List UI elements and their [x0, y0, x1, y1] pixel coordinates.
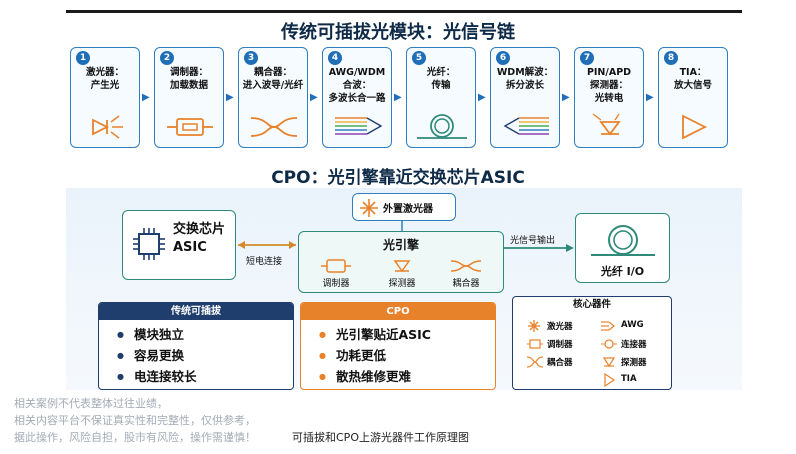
step-label: PIN/APD 探测器： 光转电 — [586, 67, 632, 104]
core-card-title: 核心器件 — [572, 299, 611, 310]
core-item-label: 探测器 — [621, 358, 647, 368]
step-label: 激光器： 产生光 — [85, 67, 124, 91]
laser-icon — [92, 115, 123, 139]
short-link-label: 短电连接 — [246, 257, 283, 267]
step-label: 光纤： 传输 — [426, 67, 456, 91]
list-item: 散热维修更难 — [319, 366, 495, 387]
photodetector-icon — [592, 113, 621, 136]
step-arrow: ▶ — [562, 92, 570, 103]
list-item: 电连接较长 — [117, 366, 293, 387]
step-arrow: ▶ — [142, 92, 150, 103]
awg-combine-icon — [335, 117, 383, 135]
step-label: 调制器： 加载数据 — [169, 67, 208, 91]
photodetector-icon — [393, 260, 411, 273]
amplifier-icon — [604, 373, 616, 387]
modulator-icon — [167, 118, 213, 136]
optical-engine-box: 光引擎 调制器 探测器 耦合器 — [298, 231, 504, 293]
step-label: AWG/WDM 合波： 多波长合一路 — [328, 67, 386, 104]
step-number: 7 — [580, 51, 594, 65]
coupler-icon — [451, 260, 481, 272]
modulator-icon — [321, 259, 351, 273]
image-caption: 可插拔和CPO上游光器件工作原理图 — [292, 431, 469, 444]
list-item: 模块独立 — [117, 324, 293, 345]
core-components-card: 核心器件 激光器 AWG 调制器 连接器 耦合器 探测器 TIA — [512, 296, 672, 390]
traditional-card: 传统可插拔 模块独立 容易更换 电连接较长 — [98, 302, 294, 390]
list-item: 容易更换 — [117, 345, 293, 366]
amplifier-icon — [682, 114, 708, 140]
step-fiber: 5 光纤： 传输 — [406, 47, 476, 148]
step-number: 8 — [664, 51, 678, 65]
core-item-label: 连接器 — [621, 340, 647, 350]
asic-label: 交换芯片 ASIC — [173, 222, 226, 255]
wdm-split-icon — [503, 117, 549, 135]
core-item-label: 激光器 — [547, 322, 573, 332]
step-coupler: 3 耦合器： 进入波导/光纤 — [238, 47, 308, 148]
fiber-coil-icon — [417, 114, 467, 139]
coupler-icon — [527, 356, 543, 368]
modulator-icon — [527, 339, 543, 349]
step-arrow: ▶ — [226, 92, 234, 103]
awg-icon — [601, 321, 615, 331]
asic-box: 交换芯片 ASIC — [122, 210, 236, 280]
external-laser-label: 外置激光器 — [383, 204, 433, 215]
list-item: 功耗更低 — [319, 345, 495, 366]
step-arrow: ▶ — [646, 92, 654, 103]
photodetector-icon — [602, 357, 616, 368]
step-number: 6 — [496, 51, 510, 65]
step-number: 1 — [76, 51, 90, 65]
step-label: 耦合器： 进入波导/光纤 — [242, 67, 304, 91]
engine-part-label: 探测器 — [388, 279, 416, 289]
fiber-io-box: 光纤 I/O — [575, 213, 670, 283]
step-number: 5 — [412, 51, 426, 65]
optical-output-label: 光信号输出 — [510, 236, 556, 246]
engine-part-label: 耦合器 — [452, 279, 480, 289]
step-laser: 1 激光器： 产生光 — [70, 47, 140, 148]
core-item-label: AWG — [621, 320, 644, 330]
chip-icon — [133, 228, 165, 260]
step-number: 3 — [244, 51, 258, 65]
optical-engine-label: 光引擎 — [382, 238, 419, 252]
list-item: 光引擎贴近ASIC — [319, 324, 495, 345]
step-wdm: 6 WDM解波： 拆分波长 — [490, 47, 560, 148]
step-number: 2 — [160, 51, 174, 65]
core-item-label: 耦合器 — [547, 358, 573, 368]
cpo-card-title: CPO — [301, 303, 495, 320]
step-detector: 7 PIN/APD 探测器： 光转电 — [574, 47, 644, 148]
step-arrow: ▶ — [394, 92, 402, 103]
laser-icon — [528, 320, 540, 332]
coupler-icon — [250, 117, 298, 137]
step-number: 4 — [328, 51, 342, 65]
cpo-title: CPO：光引擎靠近交换芯片ASIC — [271, 168, 525, 188]
step-awg: 4 AWG/WDM 合波： 多波长合一路 — [322, 47, 392, 148]
core-item-label: TIA — [621, 374, 637, 384]
fiber-io-label: 光纤 I/O — [600, 265, 645, 278]
engine-part-label: 调制器 — [322, 279, 350, 289]
cpo-card: CPO 光引擎贴近ASIC 功耗更低 散热维修更难 — [300, 302, 496, 390]
core-item-label: 调制器 — [547, 340, 573, 350]
disclaimer-watermark: 相关案例不代表整体过往业绩， 相关内容平台不保证真实性和完整性，仅供参考， 据此… — [14, 397, 256, 444]
step-tia: 8 TIA： 放大信号 — [658, 47, 728, 148]
step-modulator: 2 调制器： 加载数据 — [154, 47, 224, 148]
main-title: 传统可插拔光模块：光信号链 — [281, 22, 515, 43]
step-label: WDM解波： 拆分波长 — [496, 67, 554, 91]
step-arrow: ▶ — [310, 92, 318, 103]
step-label: TIA： 放大信号 — [673, 67, 712, 91]
external-laser-box: 外置激光器 — [352, 193, 456, 221]
fiber-coil-icon — [591, 225, 655, 256]
laser-icon — [360, 199, 378, 217]
connector-icon — [601, 339, 617, 349]
step-arrow: ▶ — [478, 92, 486, 103]
traditional-card-title: 传统可插拔 — [99, 303, 293, 320]
